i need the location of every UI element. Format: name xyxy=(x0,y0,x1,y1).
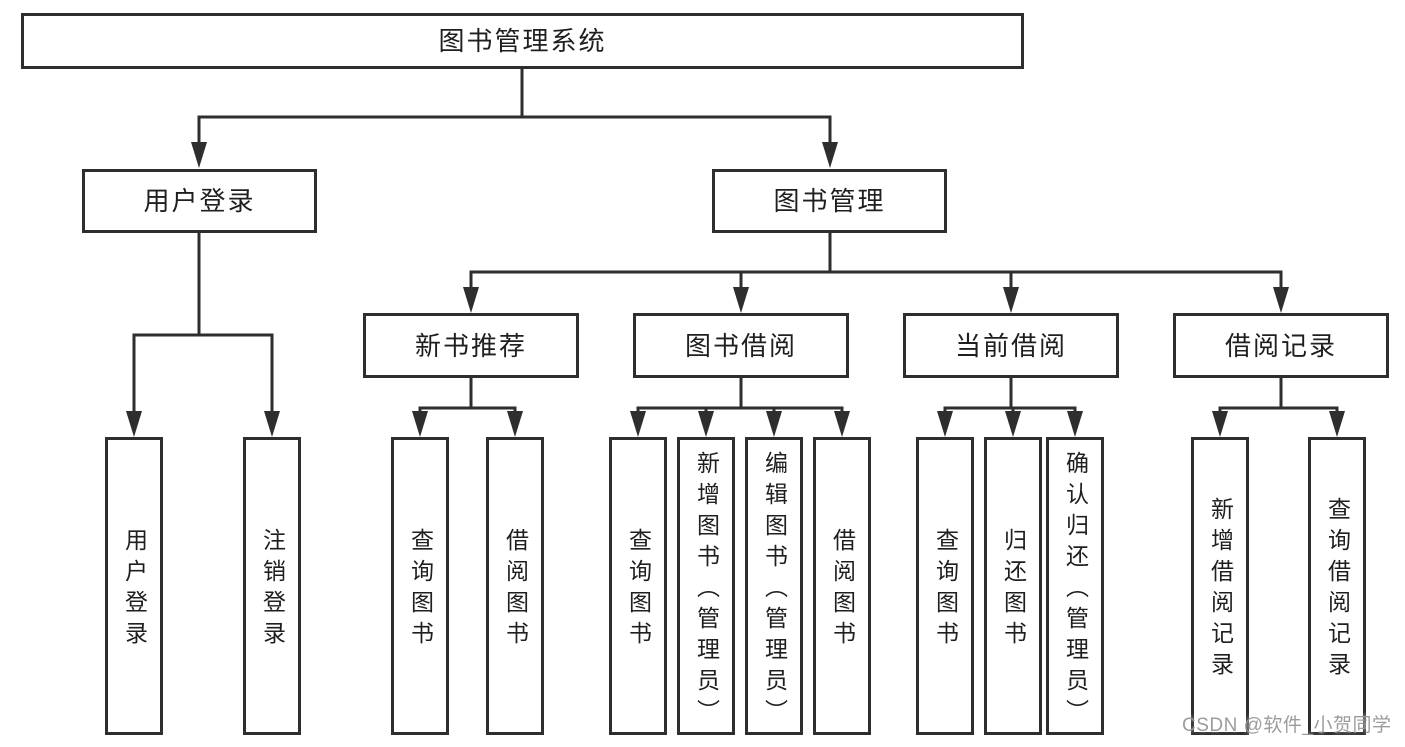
arrowhead xyxy=(264,411,280,437)
watermark: CSDN @软件_小贺同学 xyxy=(1182,715,1392,736)
connector-path xyxy=(636,378,844,416)
leaf-add-borrow-record: 新增借阅记录 xyxy=(1191,437,1249,735)
arrowhead xyxy=(733,287,749,313)
edge-user-login-children xyxy=(126,233,280,437)
node-book-management: 图书管理 xyxy=(712,169,947,233)
leaf-query-borrow-record: 查询借阅记录 xyxy=(1308,437,1366,735)
node-user-login: 用户登录 xyxy=(82,169,317,233)
edge-recommend-children xyxy=(412,378,523,437)
arrowhead xyxy=(126,411,142,437)
edge-borrowing-children xyxy=(630,378,850,437)
leaf-return-books: 归还图书 xyxy=(984,437,1042,735)
arrowhead xyxy=(698,411,714,437)
edge-current-children xyxy=(937,378,1083,437)
connector-path xyxy=(418,378,517,416)
leaf-edit-books-admin: 编辑图书（管理员） xyxy=(745,437,803,735)
arrowhead xyxy=(507,411,523,437)
arrowhead xyxy=(834,411,850,437)
connector-path xyxy=(469,233,1283,291)
arrowhead xyxy=(191,142,207,168)
arrowhead xyxy=(630,411,646,437)
connector-path xyxy=(943,378,1077,416)
connector-path xyxy=(197,69,832,146)
arrowhead xyxy=(1212,411,1228,437)
edge-root-children xyxy=(191,69,838,168)
connector-path xyxy=(1218,378,1339,416)
node-borrowing-records: 借阅记录 xyxy=(1173,313,1389,378)
leaf-add-books-admin: 新增图书（管理员） xyxy=(677,437,735,735)
arrowhead xyxy=(766,411,782,437)
arrowhead xyxy=(463,287,479,313)
arrowhead xyxy=(1003,287,1019,313)
arrowhead xyxy=(937,411,953,437)
arrowhead xyxy=(1005,411,1021,437)
leaf-logout-login: 注销登录 xyxy=(243,437,301,735)
arrowhead xyxy=(1067,411,1083,437)
leaf-query-books-current: 查询图书 xyxy=(916,437,974,735)
node-current-borrowing: 当前借阅 xyxy=(903,313,1119,378)
node-book-borrowing: 图书借阅 xyxy=(633,313,849,378)
node-library-system: 图书管理系统 xyxy=(21,13,1024,69)
arrowhead xyxy=(1329,411,1345,437)
leaf-borrow-books-recommend: 借阅图书 xyxy=(486,437,544,735)
leaf-query-books-borrowing: 查询图书 xyxy=(609,437,667,735)
leaf-query-books-recommend: 查询图书 xyxy=(391,437,449,735)
leaf-user-login: 用户登录 xyxy=(105,437,163,735)
arrowhead xyxy=(412,411,428,437)
node-new-book-recommendation: 新书推荐 xyxy=(363,313,579,378)
edge-records-children xyxy=(1212,378,1345,437)
arrowhead xyxy=(822,142,838,168)
edge-book-management-children xyxy=(463,233,1289,313)
connector-path xyxy=(132,233,274,415)
arrowhead xyxy=(1273,287,1289,313)
leaf-borrow-books-borrowing: 借阅图书 xyxy=(813,437,871,735)
leaf-confirm-return-admin: 确认归还（管理员） xyxy=(1046,437,1104,735)
